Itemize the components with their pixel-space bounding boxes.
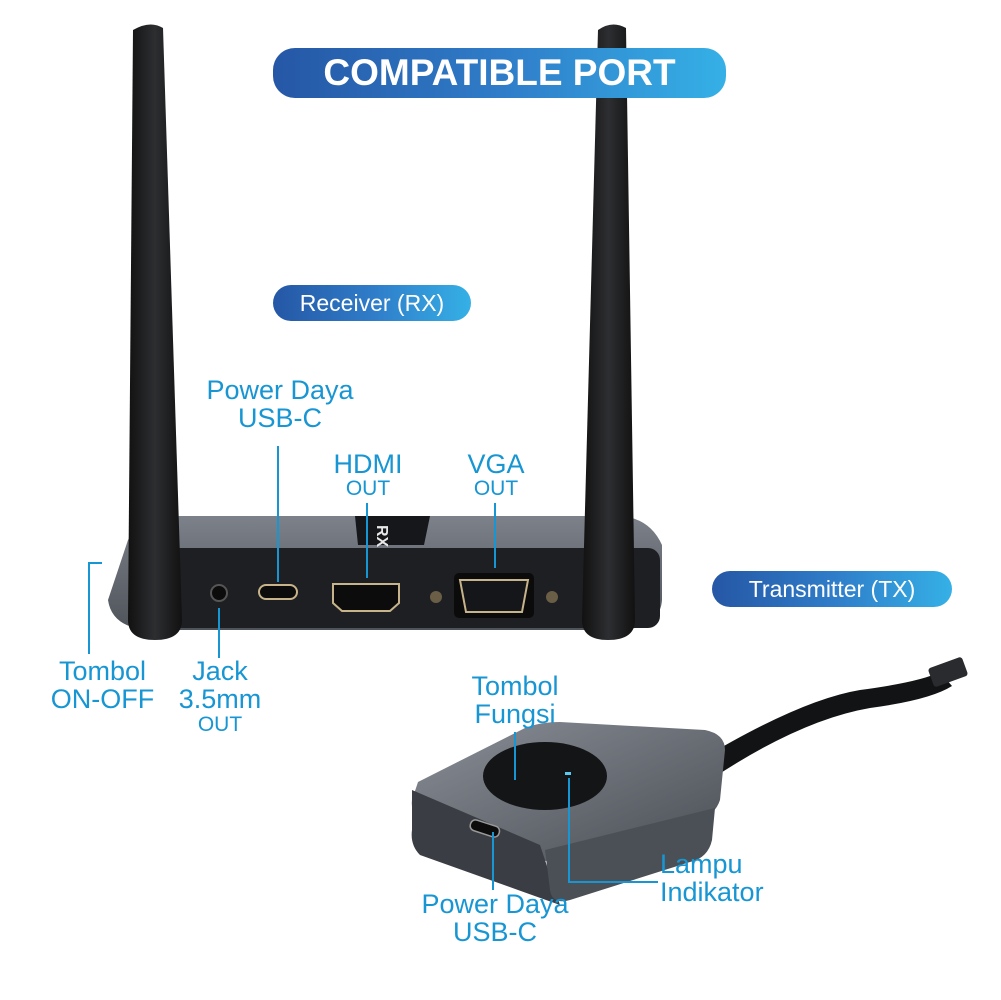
- rx-vga-text: VGA: [467, 449, 525, 479]
- tx-power-leader: [492, 832, 494, 890]
- rx-jack-line2: 3.5mm: [178, 684, 262, 715]
- compatible-port-banner: COMPATIBLE PORT: [273, 48, 726, 98]
- right-antenna: [582, 24, 635, 640]
- rx-hdmi-sub: OUT: [345, 477, 391, 501]
- tx-button-line1: Tombol: [471, 671, 559, 701]
- rx-vga-leader: [494, 503, 496, 568]
- vga-port: [458, 579, 530, 613]
- hdmi-port: [332, 583, 400, 612]
- rx-logo: RX: [373, 525, 390, 548]
- left-antenna: [128, 24, 182, 640]
- rx-hdmi-text: HDMI: [333, 449, 403, 479]
- rx-onoff-leader: [88, 562, 90, 654]
- function-button: [483, 742, 607, 810]
- transmitter-tag: Transmitter (TX): [712, 571, 952, 607]
- tx-lamp-line2: Indikator: [660, 877, 764, 908]
- tx-lamp-leader-h: [568, 881, 658, 883]
- rx-onoff-leader-h: [88, 562, 102, 564]
- rx-vga-sub: OUT: [473, 477, 519, 501]
- rx-jack-line1: Jack: [192, 656, 248, 686]
- rx-power-leader: [277, 446, 279, 582]
- rx-jack-sub: OUT: [197, 712, 243, 736]
- receiver-device: RX: [108, 516, 662, 630]
- tx-lamp-leader: [568, 778, 570, 882]
- tx-lamp-line1: Lampu: [660, 849, 743, 879]
- tx-power-line1: Power Daya: [421, 889, 569, 919]
- rx-power-line1: Power Daya: [206, 375, 354, 405]
- rx-onoff-line2: ON-OFF: [50, 684, 155, 715]
- tx-button-leader: [514, 732, 516, 780]
- rx-hdmi-leader: [366, 503, 368, 578]
- rx-jack-leader: [218, 608, 220, 658]
- tx-power-line2: USB-C: [452, 917, 537, 948]
- rx-power-line2: USB-C: [237, 403, 322, 434]
- indicator-lamp: [565, 772, 571, 775]
- audio-jack-port: [210, 584, 228, 602]
- usb-c-port: [258, 584, 298, 600]
- tx-button-line2: Fungsi: [474, 699, 556, 730]
- rx-onoff-line1: Tombol: [58, 656, 147, 686]
- receiver-tag: Receiver (RX): [273, 285, 471, 321]
